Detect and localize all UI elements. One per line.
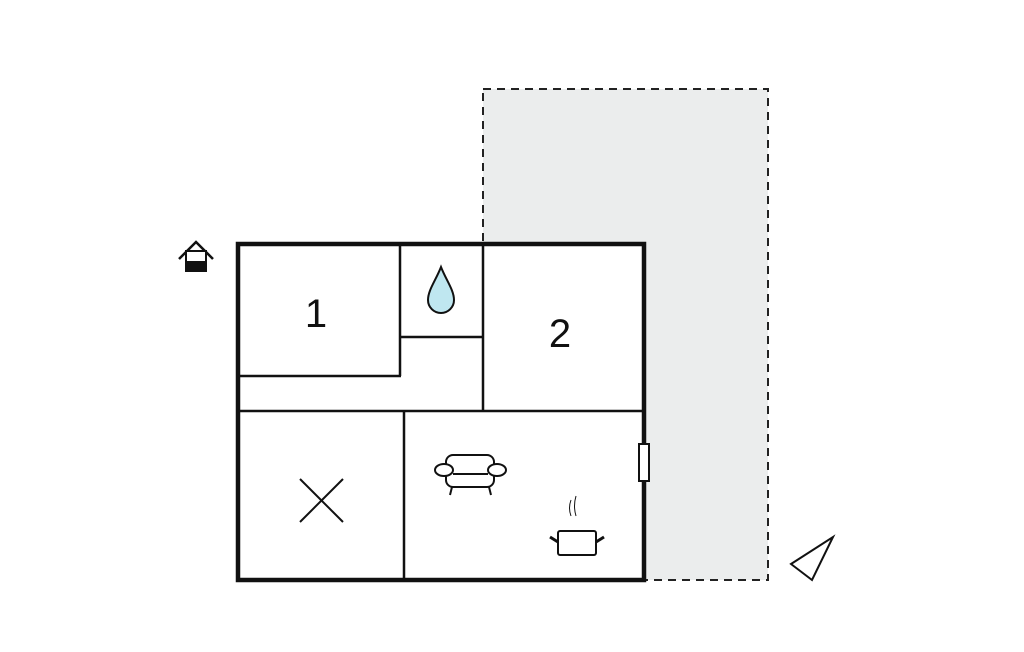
interior-walls [238, 244, 644, 580]
entrance-house-icon [178, 240, 214, 272]
cooking-pot-icon [549, 495, 605, 556]
window-icon [638, 443, 650, 482]
compass-triangle-icon [789, 534, 836, 582]
x-mark-icon [299, 478, 344, 523]
water-drop-icon [426, 264, 456, 314]
room-label-2: 2 [549, 312, 571, 356]
sofa-icon [434, 454, 507, 496]
room-label-1: 1 [305, 292, 327, 336]
